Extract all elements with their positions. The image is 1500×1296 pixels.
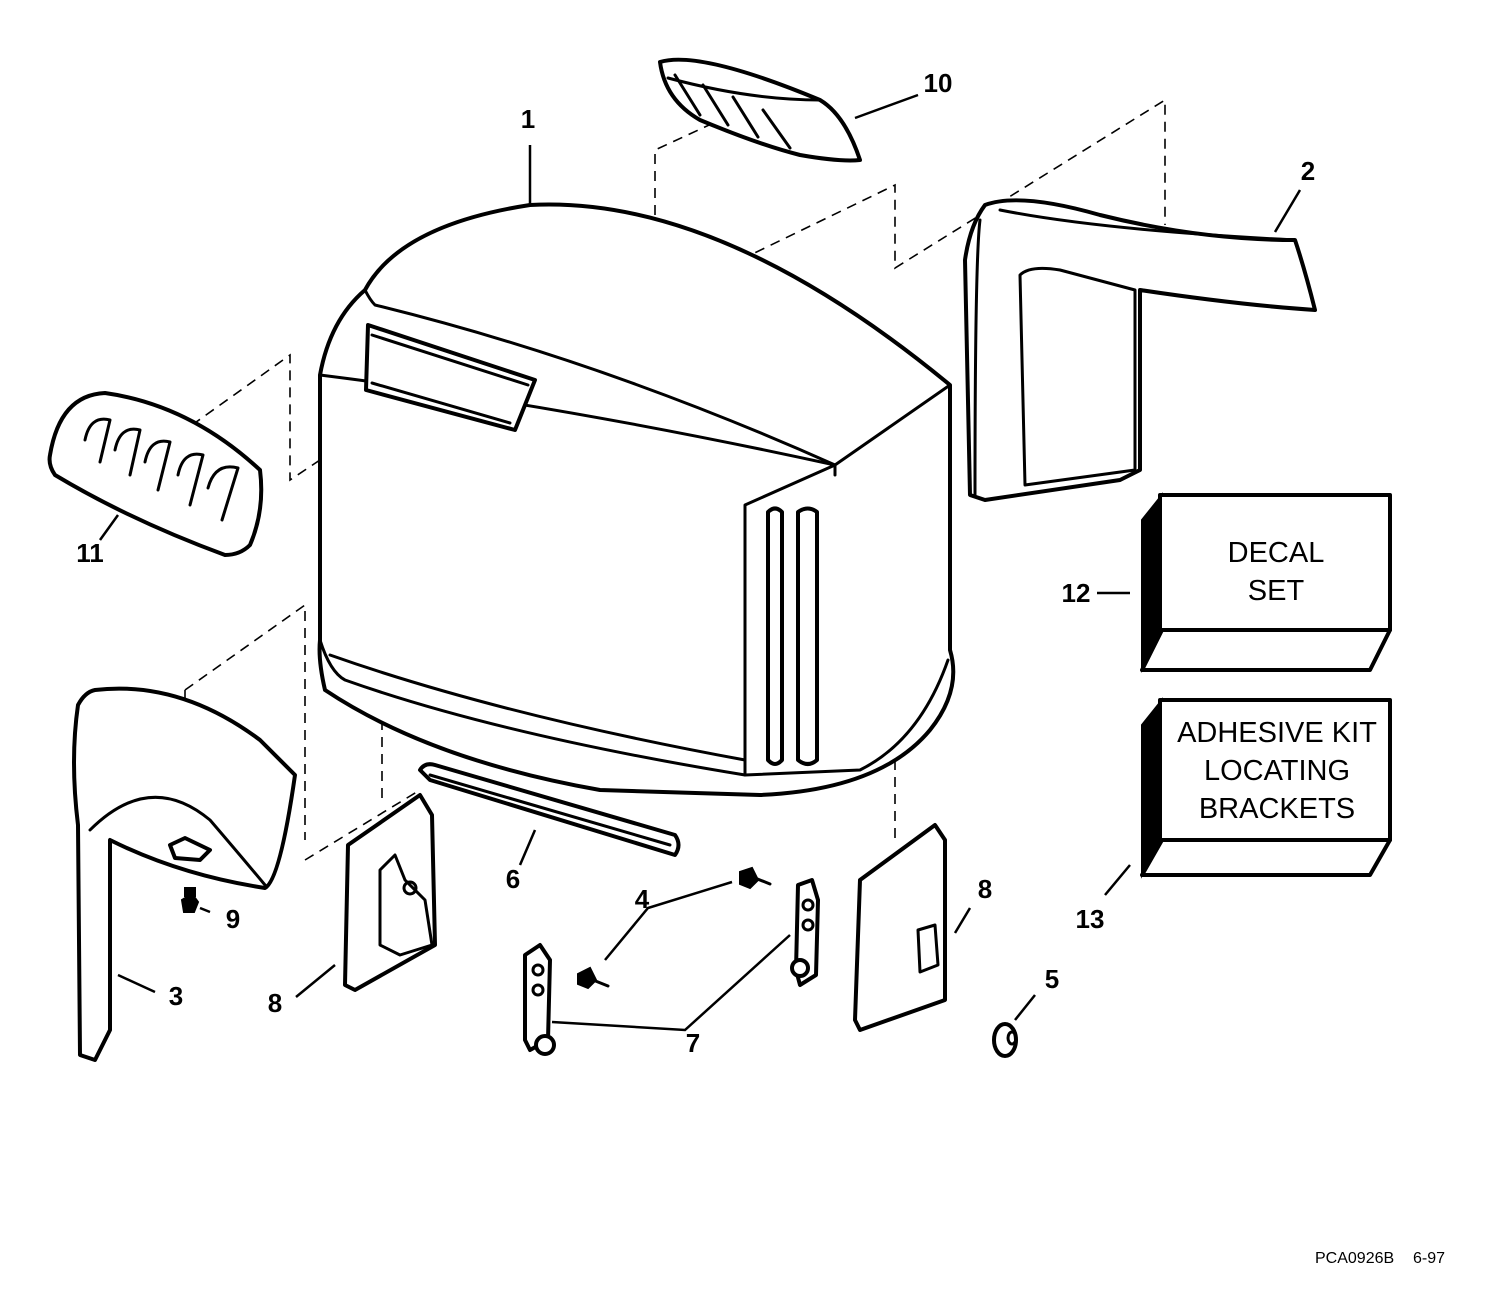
adhesive-box-line3: BRACKETS <box>1199 793 1355 825</box>
part-12-decal-box: DECAL SET <box>1140 492 1392 673</box>
adhesive-box-line2: LOCATING <box>1204 755 1350 787</box>
callout-1: 1 <box>521 104 535 134</box>
part-8-plate-left <box>343 793 437 992</box>
part-3-bracket <box>72 686 297 1062</box>
part-1-cowl <box>317 202 956 797</box>
callout-5: 5 <box>1045 964 1059 994</box>
part-10-top-vent <box>658 57 862 163</box>
callout-labels: 1 10 2 11 12 13 3 9 8 6 4 7 8 5 <box>76 68 1315 1058</box>
callout-11: 11 <box>76 538 104 568</box>
callout-3: 3 <box>169 981 183 1011</box>
figure-code: PCA0926B <box>1315 1250 1394 1267</box>
decal-box-line2: SET <box>1248 575 1305 607</box>
callout-4: 4 <box>635 884 650 914</box>
footer: PCA0926B 6-97 <box>1315 1250 1445 1267</box>
callout-13: 13 <box>1076 904 1105 934</box>
leader-lines <box>98 93 1302 1032</box>
callout-8-left: 8 <box>268 988 282 1018</box>
callout-2: 2 <box>1301 156 1315 186</box>
part-5-grommet <box>992 1022 1018 1058</box>
callout-10: 10 <box>924 68 953 98</box>
part-11-front-vent <box>47 391 264 557</box>
figure-date: 6-97 <box>1413 1250 1445 1267</box>
part-9-screw <box>180 887 200 913</box>
part-4-bolts <box>577 866 772 990</box>
callout-8-right: 8 <box>978 874 992 904</box>
callout-9: 9 <box>226 904 240 934</box>
part-13-adhesive-box: ADHESIVE KIT LOCATING BRACKETS <box>1140 697 1392 879</box>
callout-6: 6 <box>506 864 520 894</box>
decal-box-line1: DECAL <box>1228 537 1325 569</box>
callout-12: 12 <box>1062 578 1091 608</box>
callout-7: 7 <box>686 1028 700 1058</box>
part-8-plate-right <box>853 823 947 1032</box>
part-7-hinges <box>523 878 820 1056</box>
part-2-side-cover <box>963 198 1317 502</box>
adhesive-box-line1: ADHESIVE KIT <box>1177 717 1377 749</box>
part-6-strip <box>418 762 681 857</box>
